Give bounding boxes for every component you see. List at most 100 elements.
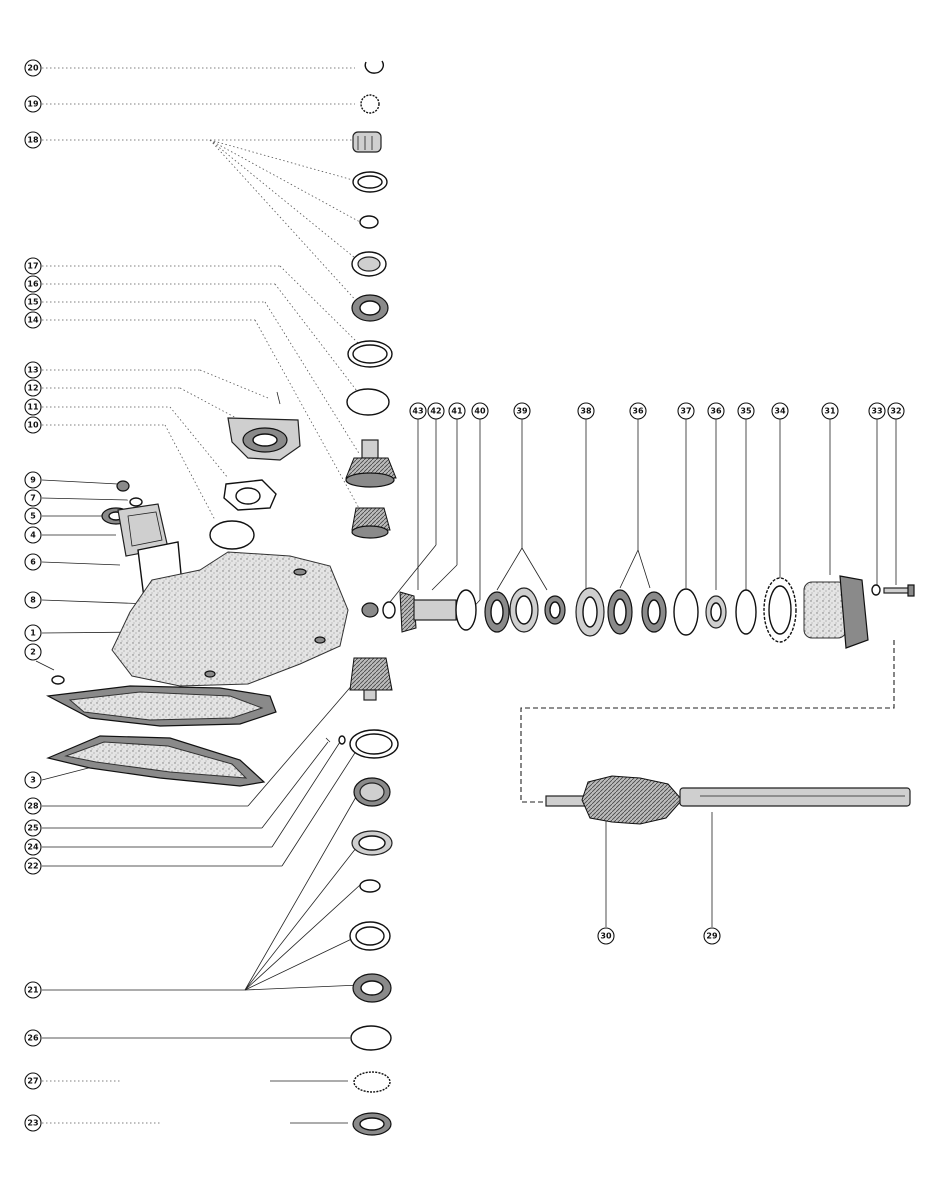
callout-number: 39 (516, 407, 528, 416)
callout-31: 31 (821, 402, 839, 420)
callout-16: 16 (24, 275, 42, 293)
callout-39: 39 (513, 402, 531, 420)
callout-number: 36 (710, 407, 722, 416)
part-washer-33 (871, 584, 881, 596)
part-cover-12 (227, 417, 301, 461)
callout-number: 29 (706, 932, 718, 941)
part-shim-17 (347, 340, 393, 368)
callout-number: 12 (27, 384, 38, 393)
callout-18: 18 (24, 131, 42, 149)
callout-24: 24 (24, 838, 42, 856)
callout-number: 14 (27, 316, 39, 325)
callout-number: 36 (632, 407, 644, 416)
part-washer-2 (51, 675, 65, 685)
part-bearing-21e (352, 973, 392, 1003)
part-bearing-39a (484, 591, 510, 633)
part-ball-24 (338, 735, 346, 745)
part-bearing-18a (352, 131, 382, 153)
callout-number: 19 (27, 100, 39, 109)
part-bearing-39c (544, 595, 566, 625)
callout-36: 36 (629, 402, 647, 420)
part-gasket-34 (763, 577, 797, 643)
part-housing-1 (111, 551, 349, 687)
callout-25: 25 (24, 819, 42, 837)
part-race-38 (575, 587, 605, 637)
callout-42: 42 (427, 402, 445, 420)
part-bearing-21a (353, 777, 391, 807)
callout-4: 4 (24, 526, 42, 544)
part-snap-ring-20 (364, 60, 384, 74)
callout-number: 38 (580, 407, 592, 416)
part-bearing-36b (641, 591, 667, 633)
callout-34: 34 (771, 402, 789, 420)
callout-8: 8 (24, 591, 42, 609)
callout-36b: 36 (707, 402, 725, 420)
callout-2: 2 (24, 643, 42, 661)
callout-38: 38 (577, 402, 595, 420)
callout-number: 11 (27, 403, 39, 412)
callout-20: 20 (24, 59, 42, 77)
callout-11: 11 (24, 398, 42, 416)
part-o-ring-37 (673, 588, 699, 636)
callout-5: 5 (24, 507, 42, 525)
callout-35: 35 (737, 402, 755, 420)
callout-number: 16 (27, 280, 39, 289)
callout-number: 20 (27, 64, 39, 73)
callout-number: 1 (30, 629, 36, 638)
part-bearing-18e (351, 294, 389, 322)
callout-number: 17 (27, 262, 38, 271)
part-tab-washer-19 (360, 94, 380, 114)
callout-number: 28 (27, 802, 39, 811)
callout-number: 42 (430, 407, 441, 416)
leader-lines (35, 67, 361, 1124)
callout-21: 21 (24, 981, 42, 999)
callout-number: 31 (824, 407, 836, 416)
callouts: 20 19 18 17 16 15 14 13 12 11 10 9 7 5 4… (24, 59, 905, 1132)
callout-28: 28 (24, 797, 42, 815)
part-race-21d (349, 921, 391, 951)
part-o-ring-16 (346, 388, 390, 416)
callout-15: 15 (24, 293, 42, 311)
callout-37: 37 (677, 402, 695, 420)
part-ring-18c (359, 215, 379, 229)
callout-number: 26 (27, 1034, 39, 1043)
callout-number: 24 (27, 843, 39, 852)
part-tab-washer-27 (353, 1071, 391, 1093)
callout-7: 7 (24, 489, 42, 507)
part-gear-28 (349, 657, 393, 701)
callout-number: 15 (27, 298, 39, 307)
callout-30: 30 (597, 927, 615, 945)
callout-13: 13 (24, 361, 42, 379)
callout-9: 9 (24, 471, 42, 489)
part-pin-13 (276, 391, 281, 405)
part-ring-21c (359, 879, 381, 893)
callout-number: 8 (30, 596, 36, 605)
callout-number: 5 (30, 512, 36, 521)
callout-32: 32 (887, 402, 905, 420)
callout-number: 2 (30, 648, 36, 657)
callout-19: 19 (24, 95, 42, 113)
callout-number: 43 (412, 407, 423, 416)
callout-number: 34 (774, 407, 786, 416)
callout-29: 29 (703, 927, 721, 945)
callout-3: 3 (24, 771, 42, 789)
callout-17: 17 (24, 257, 42, 275)
callout-number: 7 (30, 494, 36, 503)
part-seal-36c (705, 595, 727, 629)
part-o-ring-40 (455, 589, 477, 631)
callout-12: 12 (24, 379, 42, 397)
callout-number: 23 (27, 1119, 38, 1128)
callout-14: 14 (24, 311, 42, 329)
part-gear-14 (351, 507, 391, 539)
part-nut-43 (361, 602, 379, 618)
callout-number: 40 (474, 407, 486, 416)
part-washer-7 (129, 497, 143, 507)
callout-41: 41 (448, 402, 466, 420)
callout-6: 6 (24, 553, 42, 571)
callout-number: 37 (680, 407, 691, 416)
callout-number: 13 (27, 366, 38, 375)
callout-40: 40 (471, 402, 489, 420)
part-pinion-gear-15 (345, 439, 397, 488)
part-bolt-32 (883, 584, 915, 597)
part-race-18d (351, 251, 387, 277)
